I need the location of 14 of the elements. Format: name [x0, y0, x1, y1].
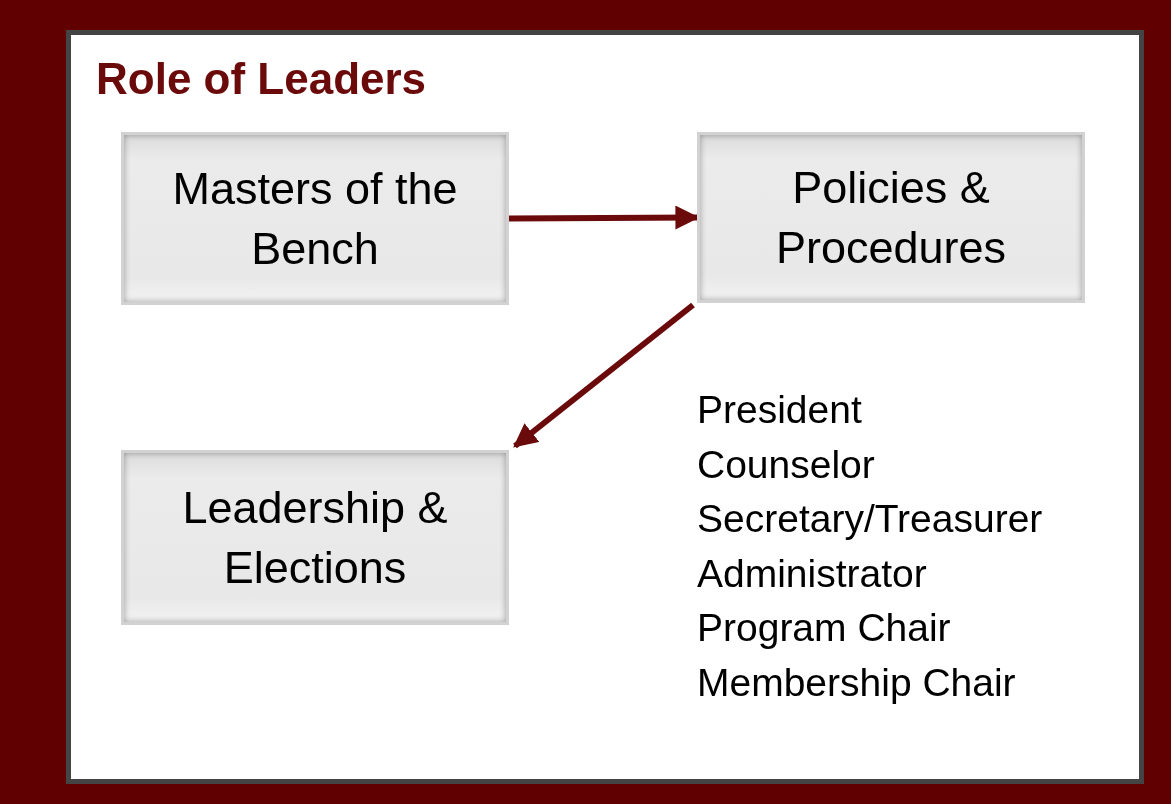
process-box: [697, 132, 1085, 303]
process-box: [121, 132, 509, 305]
process-box: [121, 450, 509, 625]
role-name: Program Chair: [697, 608, 951, 648]
role-name: Membership Chair: [697, 662, 1016, 703]
role-name: President: [697, 390, 862, 430]
box-label: Policies & Procedures: [774, 160, 1008, 275]
role-name: Secretary/Treasurer: [697, 499, 1043, 539]
role-name: Administrator: [697, 553, 927, 594]
slide-title: Role of Leaders: [96, 54, 427, 104]
role-name: Counselor: [697, 444, 875, 485]
box-label: Masters of the Bench: [171, 161, 459, 276]
arrow: [513, 302, 695, 449]
box-label: Leadership & Elections: [181, 480, 449, 595]
